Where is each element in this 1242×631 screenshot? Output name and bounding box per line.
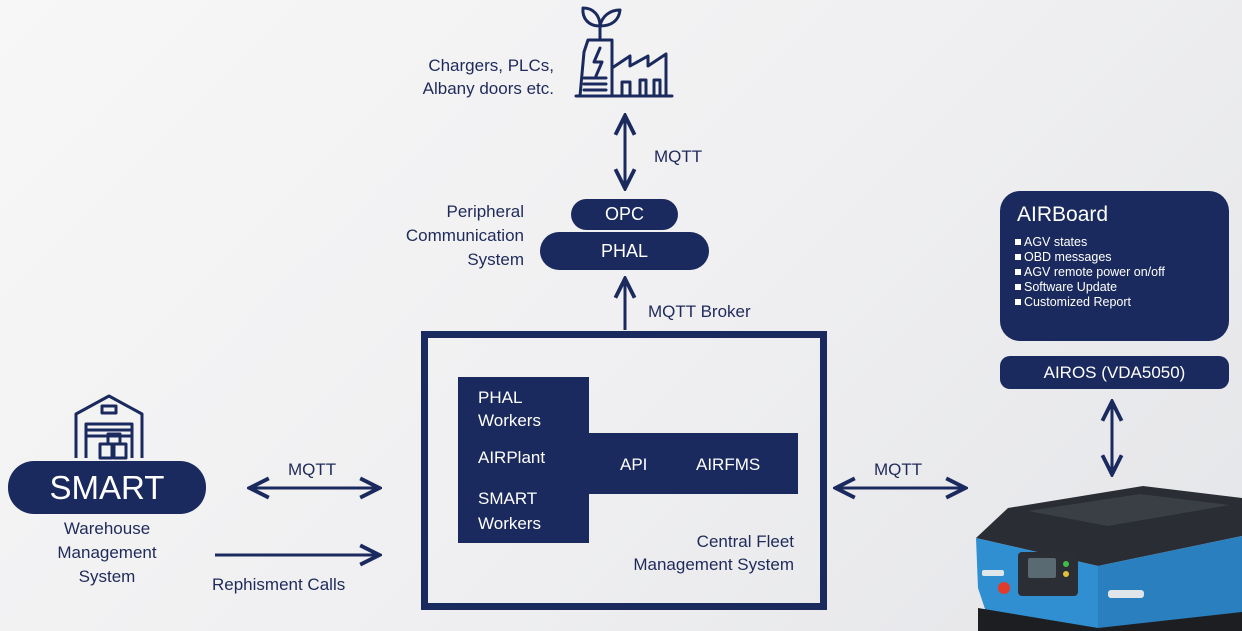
mqtt-left-label: MQTT [288, 460, 337, 479]
airos-box: AIROS (VDA5050) [1000, 356, 1229, 389]
smart-workers-line1: SMART [478, 489, 538, 508]
phal-workers-line1: PHAL [478, 388, 523, 407]
phal-workers-module: PHAL Workers [478, 386, 541, 432]
peripherals-label-line1: Chargers, PLCs, [428, 56, 554, 75]
smart-wms-box: SMART [8, 461, 206, 514]
pcs-label-line1: Peripheral [446, 202, 525, 221]
smart-workers-module: SMART Workers [478, 486, 541, 536]
wms-label-line3: System [78, 567, 136, 586]
pcs-label: Peripheral Communication System [340, 200, 524, 272]
mqtt-broker-label: MQTT Broker [648, 302, 751, 321]
pcs-label-line3: System [467, 250, 524, 269]
factory-icon [574, 6, 674, 98]
cfms-label-line1: Central Fleet [696, 532, 794, 551]
airfms-module: AIRFMS [696, 455, 761, 474]
airboard-item: Software Update [1014, 280, 1165, 295]
smart-workers-line2: Workers [478, 514, 541, 533]
wms-label-line1: Warehouse [63, 519, 151, 538]
cfms-modules-shape [458, 377, 798, 543]
airboard-item: AGV states [1014, 235, 1165, 250]
airboard-feature-list: AGV states OBD messages AGV remote power… [1014, 235, 1165, 310]
pcs-label-line2: Communication [405, 226, 524, 245]
airboard-item: OBD messages [1014, 250, 1165, 265]
api-module: API [620, 455, 648, 474]
phal-workers-line2: Workers [478, 411, 541, 430]
cfms-label: Central Fleet Management System [580, 530, 794, 576]
peripherals-label: Chargers, PLCs, Albany doors etc. [362, 54, 554, 100]
phal-box: PHAL [540, 232, 709, 270]
airplant-module: AIRPlant [478, 448, 546, 467]
wms-label: Warehouse Management System [8, 517, 206, 589]
cfms-frame [421, 331, 827, 610]
agv-robot-icon [976, 486, 1242, 631]
warehouse-icon [74, 394, 144, 460]
replenishment-label: Rephisment Calls [212, 575, 346, 594]
airboard-panel: AIRBoard AGV states OBD messages AGV rem… [1000, 191, 1229, 341]
airboard-item: Customized Report [1014, 295, 1165, 310]
wms-label-line2: Management [57, 543, 157, 562]
peripherals-label-line2: Albany doors etc. [422, 79, 554, 98]
mqtt-right-label: MQTT [874, 460, 923, 479]
airboard-item: AGV remote power on/off [1014, 265, 1165, 280]
mqtt-top-label: MQTT [654, 147, 703, 166]
opc-box: OPC [571, 199, 678, 230]
airboard-title: AIRBoard [1017, 203, 1109, 226]
cfms-label-line2: Management System [633, 555, 794, 574]
